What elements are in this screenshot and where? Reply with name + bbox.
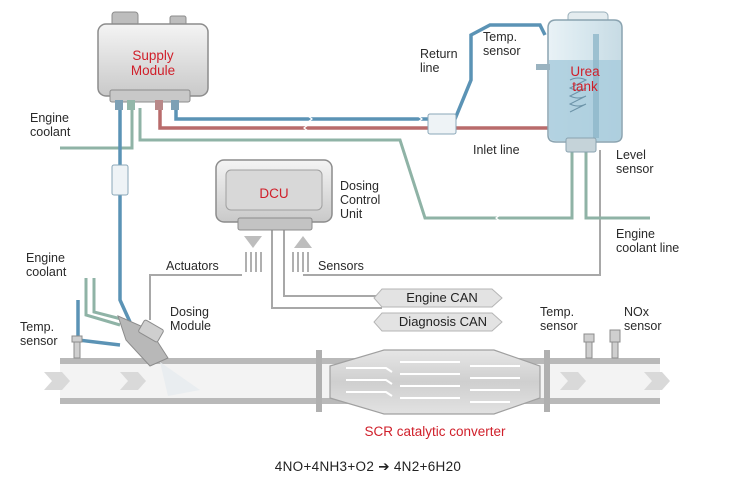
temp-sensor-tank-label: Temp. sensor <box>483 30 521 58</box>
dosing-module-label: Dosing Module <box>170 305 211 333</box>
line-connectors <box>111 113 457 196</box>
engine-coolant-top-label: Engine coolant <box>30 111 71 139</box>
temp-sensor-left-label: Temp. sensor <box>20 320 58 348</box>
diagnosis-can-label: Diagnosis CAN <box>398 314 488 329</box>
actuators-label: Actuators <box>166 259 219 273</box>
urea-tank-label: Urea tank <box>570 64 600 94</box>
supply-module-label: Supply Module <box>130 48 176 78</box>
flow-arrows <box>303 115 501 222</box>
dosing-module <box>117 315 200 396</box>
inlet-line-label: Inlet line <box>473 143 520 157</box>
pipe-sensors <box>71 329 621 359</box>
scr-label: SCR catalytic converter <box>364 424 506 439</box>
level-sensor-label: Level sensor <box>616 148 654 176</box>
signal-lines <box>149 150 601 320</box>
engine-can-label: Engine CAN <box>406 290 478 305</box>
engine-coolant-line-label: Engine coolant line <box>616 227 680 255</box>
supply-module <box>97 11 209 110</box>
nox-sensor-label: NOx sensor <box>624 305 662 333</box>
dcu-label: DCU <box>259 186 289 201</box>
signal-arrows <box>244 236 312 272</box>
engine-coolant-left-label: Engine coolant <box>26 251 67 279</box>
urea-tank <box>536 11 623 153</box>
inlet-line <box>158 100 562 132</box>
reaction-equation: 4NO+4NH3+O2 ➔ 4N2+6H20 <box>274 459 462 474</box>
coolant-lines <box>60 108 650 327</box>
temp-sensor-right-label: Temp. sensor <box>540 305 578 333</box>
flow-chevrons <box>44 372 670 390</box>
dosing-control-unit-label: Dosing Control Unit <box>340 179 381 221</box>
scr-converter <box>329 349 541 415</box>
return-line-label: Return line <box>420 47 458 75</box>
sensors-label: Sensors <box>318 259 364 273</box>
can-tags <box>373 288 503 332</box>
dcu <box>215 159 333 231</box>
